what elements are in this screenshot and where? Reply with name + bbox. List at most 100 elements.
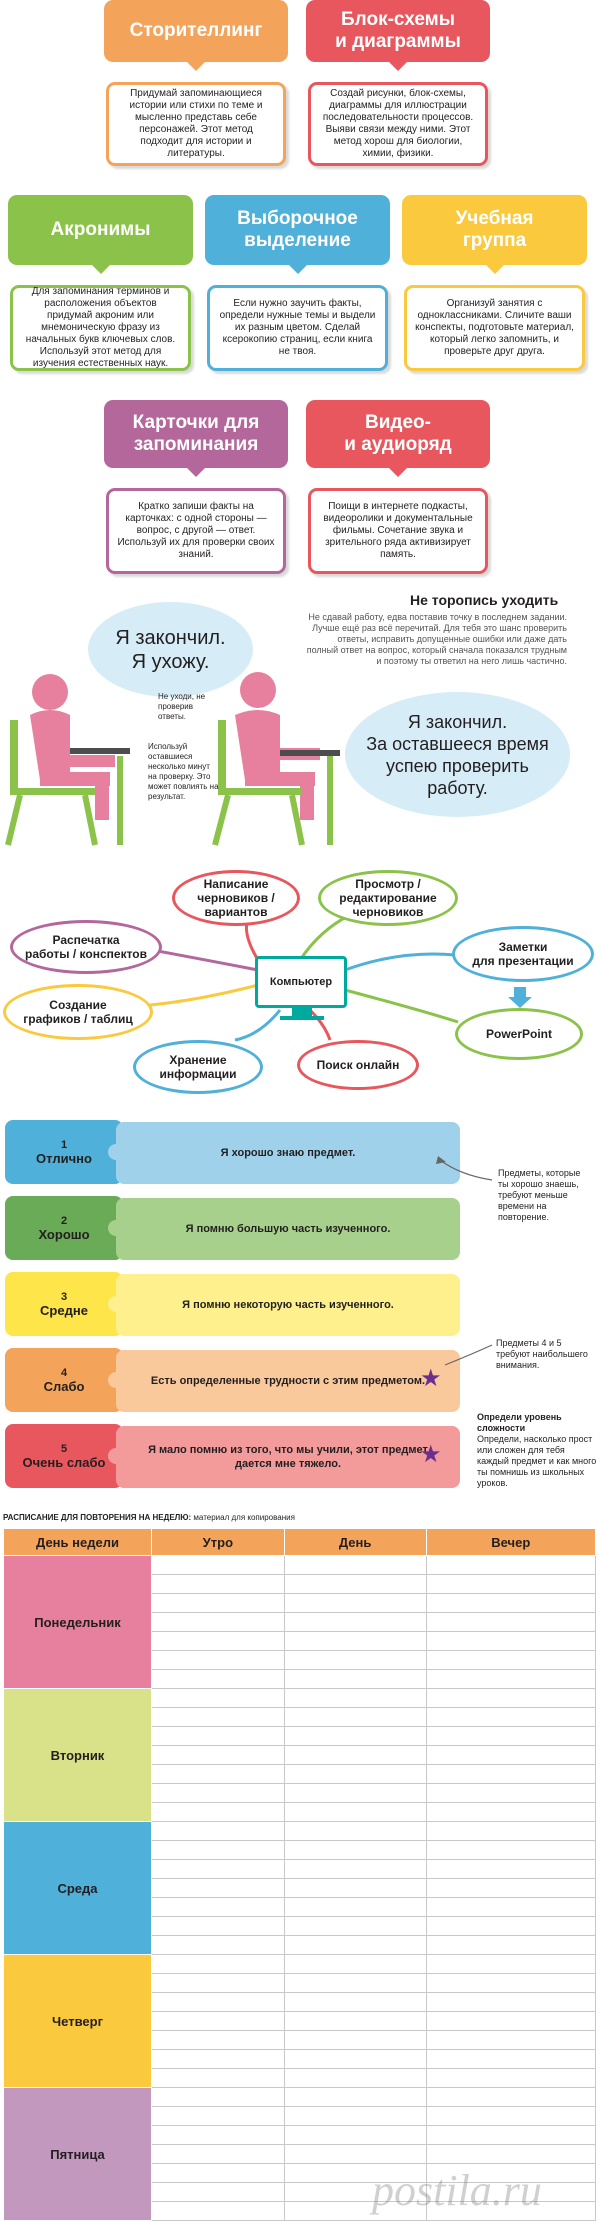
schedule-cell[interactable] — [425, 2106, 597, 2126]
schedule-cell[interactable] — [283, 2030, 427, 2050]
schedule-cell[interactable] — [283, 1954, 427, 1974]
schedule-cell[interactable] — [425, 1878, 597, 1898]
schedule-cell[interactable] — [425, 2087, 597, 2107]
schedule-cell[interactable] — [425, 1593, 597, 1613]
schedule-cell[interactable] — [425, 1954, 597, 1974]
schedule-cell[interactable] — [151, 1707, 285, 1727]
schedule-cell[interactable] — [425, 1897, 597, 1917]
schedule-cell[interactable] — [151, 1954, 285, 1974]
schedule-cell[interactable] — [151, 2201, 285, 2221]
schedule-cell[interactable] — [151, 1802, 285, 1822]
schedule-cell[interactable] — [151, 1878, 285, 1898]
schedule-cell[interactable] — [283, 1745, 427, 1765]
schedule-cell[interactable] — [151, 2163, 285, 2183]
schedule-cell[interactable] — [283, 2011, 427, 2031]
schedule-cell[interactable] — [425, 2125, 597, 2145]
schedule-cell[interactable] — [151, 1973, 285, 1993]
schedule-cell[interactable] — [283, 2125, 427, 2145]
schedule-cell[interactable] — [283, 1859, 427, 1879]
schedule-cell[interactable] — [151, 1555, 285, 1575]
schedule-cell[interactable] — [283, 1783, 427, 1803]
schedule-cell[interactable] — [151, 1821, 285, 1841]
schedule-cell[interactable] — [425, 1612, 597, 1632]
schedule-cell[interactable] — [425, 1745, 597, 1765]
schedule-cell[interactable] — [425, 1859, 597, 1879]
schedule-cell[interactable] — [283, 1897, 427, 1917]
schedule-cell[interactable] — [151, 1745, 285, 1765]
schedule-cell[interactable] — [425, 1821, 597, 1841]
schedule-cell[interactable] — [425, 2163, 597, 2183]
schedule-cell[interactable] — [151, 2011, 285, 2031]
schedule-cell[interactable] — [283, 1973, 427, 1993]
schedule-cell[interactable] — [283, 1992, 427, 2012]
schedule-cell[interactable] — [425, 1840, 597, 1860]
schedule-cell[interactable] — [425, 1992, 597, 2012]
schedule-cell[interactable] — [283, 2106, 427, 2126]
schedule-cell[interactable] — [151, 1859, 285, 1879]
schedule-cell[interactable] — [283, 1707, 427, 1727]
schedule-cell[interactable] — [283, 2163, 427, 2183]
schedule-cell[interactable] — [425, 1650, 597, 1670]
schedule-cell[interactable] — [151, 2106, 285, 2126]
schedule-cell[interactable] — [151, 2182, 285, 2202]
schedule-cell[interactable] — [425, 2201, 597, 2221]
schedule-cell[interactable] — [151, 2125, 285, 2145]
schedule-cell[interactable] — [425, 2049, 597, 2069]
schedule-cell[interactable] — [151, 1669, 285, 1689]
schedule-cell[interactable] — [151, 2068, 285, 2088]
schedule-cell[interactable] — [283, 2068, 427, 2088]
schedule-cell[interactable] — [151, 1916, 285, 1936]
schedule-cell[interactable] — [425, 1555, 597, 1575]
schedule-cell[interactable] — [283, 1935, 427, 1955]
schedule-cell[interactable] — [283, 1669, 427, 1689]
schedule-cell[interactable] — [283, 1764, 427, 1784]
schedule-cell[interactable] — [425, 1916, 597, 1936]
schedule-cell[interactable] — [283, 2201, 427, 2221]
schedule-cell[interactable] — [283, 2087, 427, 2107]
schedule-cell[interactable] — [283, 2182, 427, 2202]
schedule-cell[interactable] — [151, 2030, 285, 2050]
schedule-cell[interactable] — [151, 1688, 285, 1708]
schedule-cell[interactable] — [283, 2049, 427, 2069]
schedule-cell[interactable] — [425, 1574, 597, 1594]
schedule-cell[interactable] — [283, 1821, 427, 1841]
schedule-cell[interactable] — [151, 2049, 285, 2069]
schedule-cell[interactable] — [151, 1574, 285, 1594]
schedule-cell[interactable] — [425, 1935, 597, 1955]
schedule-cell[interactable] — [283, 1726, 427, 1746]
schedule-cell[interactable] — [425, 1783, 597, 1803]
schedule-cell[interactable] — [283, 1650, 427, 1670]
schedule-cell[interactable] — [283, 1840, 427, 1860]
schedule-cell[interactable] — [425, 2068, 597, 2088]
schedule-cell[interactable] — [425, 1688, 597, 1708]
schedule-cell[interactable] — [283, 2144, 427, 2164]
schedule-cell[interactable] — [283, 1555, 427, 1575]
schedule-cell[interactable] — [283, 1878, 427, 1898]
schedule-cell[interactable] — [151, 2087, 285, 2107]
schedule-cell[interactable] — [425, 1726, 597, 1746]
schedule-cell[interactable] — [283, 1688, 427, 1708]
schedule-cell[interactable] — [425, 1802, 597, 1822]
schedule-cell[interactable] — [151, 1631, 285, 1651]
schedule-cell[interactable] — [425, 2011, 597, 2031]
schedule-cell[interactable] — [425, 1707, 597, 1727]
schedule-cell[interactable] — [425, 1764, 597, 1784]
schedule-cell[interactable] — [151, 1897, 285, 1917]
schedule-cell[interactable] — [151, 1783, 285, 1803]
schedule-cell[interactable] — [151, 1992, 285, 2012]
schedule-cell[interactable] — [151, 1764, 285, 1784]
schedule-cell[interactable] — [283, 1802, 427, 1822]
schedule-cell[interactable] — [151, 1650, 285, 1670]
schedule-cell[interactable] — [425, 1669, 597, 1689]
schedule-cell[interactable] — [151, 1935, 285, 1955]
schedule-cell[interactable] — [151, 1593, 285, 1613]
schedule-cell[interactable] — [425, 1973, 597, 1993]
schedule-cell[interactable] — [283, 1574, 427, 1594]
schedule-cell[interactable] — [151, 1840, 285, 1860]
schedule-cell[interactable] — [283, 1631, 427, 1651]
schedule-cell[interactable] — [151, 1612, 285, 1632]
schedule-cell[interactable] — [151, 2144, 285, 2164]
schedule-cell[interactable] — [283, 1612, 427, 1632]
schedule-cell[interactable] — [425, 1631, 597, 1651]
schedule-cell[interactable] — [151, 1726, 285, 1746]
